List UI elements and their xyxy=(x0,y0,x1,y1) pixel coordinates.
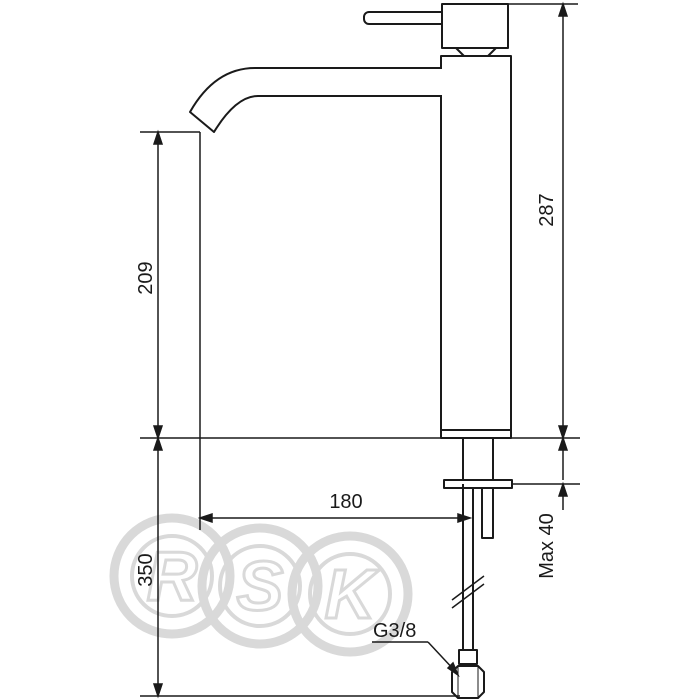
watermark-ring-k xyxy=(287,531,413,657)
connection-label-g38: G3/8 xyxy=(373,620,416,642)
dim-label-max40: Max 40 xyxy=(536,513,558,579)
watermark-letter-s: S xyxy=(237,547,284,625)
watermark-ring-r xyxy=(109,513,235,639)
dim-label-180: 180 xyxy=(329,491,362,513)
handle-cap xyxy=(441,3,509,49)
faucet-outline xyxy=(189,3,513,699)
watermark-letter-r: R xyxy=(147,537,198,615)
watermark-letters: R S K xyxy=(145,536,381,635)
dim-label-287: 287 xyxy=(536,193,558,226)
watermark-letter-k: K xyxy=(325,555,380,633)
rsk-watermark xyxy=(109,513,413,657)
threaded-rod xyxy=(481,487,494,539)
mounting-shank xyxy=(462,437,494,485)
mounting-washer xyxy=(443,479,513,489)
dimension-lines xyxy=(140,1,580,699)
hose-ferrule xyxy=(458,649,478,665)
faucet-column xyxy=(440,55,512,439)
watermark-ring-s xyxy=(197,523,323,649)
dim-label-209: 209 xyxy=(135,261,157,294)
handle-lever xyxy=(363,11,447,25)
dim-label-350: 350 xyxy=(135,553,157,586)
spout xyxy=(189,67,442,133)
hose-nut xyxy=(451,665,485,699)
